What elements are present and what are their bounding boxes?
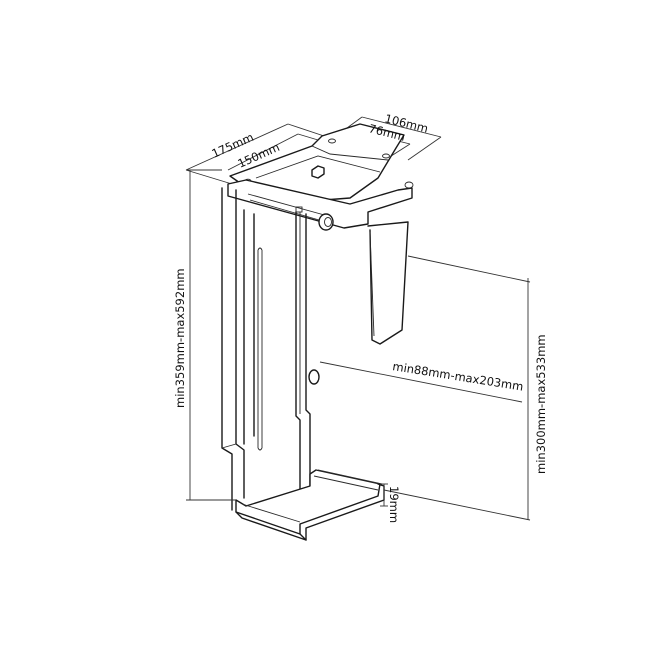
label-total-height: min359mm-max592mm — [173, 268, 187, 408]
label-pc-height: min300mm-max533mm — [534, 334, 548, 474]
adjustment-knob-icon — [318, 213, 334, 231]
label-19mm: 19mm — [387, 486, 401, 523]
mount-hole — [328, 138, 336, 144]
top-mounting-plate — [229, 123, 405, 203]
mount-hole — [382, 153, 390, 159]
vertical-uprights — [221, 187, 320, 511]
base-tray — [235, 469, 385, 541]
bolt-icon — [311, 165, 325, 179]
rear-side-panel — [367, 221, 409, 345]
height-dimension-lines — [186, 169, 531, 521]
side-knob-icon — [308, 369, 320, 385]
label-pc-width: min88mm-max203mm — [392, 359, 525, 394]
